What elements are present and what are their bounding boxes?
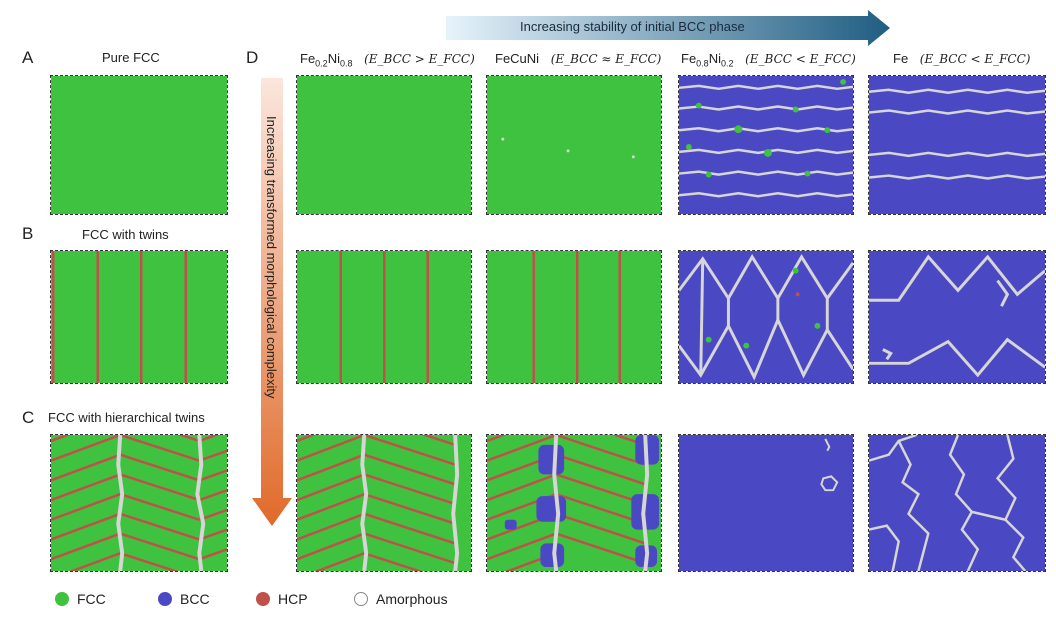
panel-a-label: Pure FCC (102, 50, 160, 65)
fcc-dot-icon (55, 592, 69, 606)
column-header-fe08ni02: Fe0.8Ni0.2 (E_BCC < E_FCC) (681, 51, 856, 69)
column-header-fecuni: FeCuNi (E_BCC ≈ E_FCC) (495, 51, 661, 66)
tile-d-row1-fe02ni08 (296, 75, 472, 215)
microstructure-image (51, 435, 227, 571)
column-header-fe02ni08: Fe0.2Ni0.8 (E_BCC > E_FCC) (300, 51, 475, 69)
tile-d-row1-fecuni (486, 75, 662, 215)
panel-c-label: FCC with hierarchical twins (48, 410, 205, 425)
bcc-dot-icon (158, 592, 172, 606)
column-inequality: (E_BCC < E_FCC) (919, 52, 1031, 66)
microstructure-image (51, 251, 227, 383)
microstructure-image (869, 76, 1045, 214)
tile-d-row2-fecuni (486, 250, 662, 384)
column-inequality: (E_BCC ≈ E_FCC) (550, 52, 662, 66)
column-header-fe: Fe (E_BCC < E_FCC) (893, 51, 1030, 66)
tile-d-row3-fe08ni02 (678, 434, 854, 572)
column-name-part: Ni (708, 51, 721, 66)
side-arrow: Increasing transformed morphological com… (252, 78, 292, 528)
microstructure-image (487, 76, 661, 214)
microstructure-image (679, 251, 853, 383)
panel-b-label: FCC with twins (82, 227, 169, 242)
column-name-part: Ni (327, 51, 340, 66)
column-inequality: (E_BCC > E_FCC) (364, 52, 475, 66)
legend-label: HCP (278, 591, 308, 607)
microstructure-image (297, 76, 471, 214)
legend-item-amorphous: Amorphous (354, 591, 448, 607)
microstructure-image (487, 251, 661, 383)
microstructure-image (297, 435, 471, 571)
column-name: Fe (893, 51, 909, 66)
panel-letter-a: A (22, 48, 34, 67)
tile-d-row1-fe08ni02 (678, 75, 854, 215)
column-name: FeCuNi (495, 51, 540, 66)
panel-letter-d: D (246, 48, 259, 67)
side-arrow-label: Increasing transformed morphological com… (264, 116, 279, 399)
microstructure-image (679, 76, 853, 214)
tile-d-row3-fe02ni08 (296, 434, 472, 572)
column-name: Fe (300, 51, 316, 66)
column-subscript: 0.2 (720, 58, 734, 69)
microstructure-image (869, 435, 1045, 571)
tile-d-row2-fe02ni08 (296, 250, 472, 384)
tile-c-fcc-hierarchical (50, 434, 228, 572)
legend-label: Amorphous (376, 591, 448, 607)
microstructure-image (679, 435, 853, 571)
column-name: Fe (681, 51, 697, 66)
panel-letter-b: B (22, 224, 34, 243)
top-arrow-graphic (446, 10, 890, 46)
column-subscript: 0.8 (696, 58, 709, 69)
tile-d-row3-fecuni (486, 434, 662, 572)
top-arrow: Increasing stability of initial BCC phas… (446, 10, 890, 46)
tile-d-row3-fe (868, 434, 1046, 572)
microstructure-image (869, 251, 1045, 383)
legend-label: FCC (77, 591, 106, 607)
column-subscript: 0.2 (315, 58, 328, 69)
microstructure-image (487, 435, 661, 571)
top-arrow-label: Increasing stability of initial BCC phas… (520, 19, 745, 34)
legend-item-hcp: HCP (256, 591, 308, 607)
amorphous-dot-icon (354, 592, 368, 606)
side-arrow-graphic (252, 78, 292, 526)
legend-item-bcc: BCC (158, 591, 210, 607)
panel-letter-c: C (22, 408, 35, 427)
column-subscript: 0.8 (339, 58, 353, 69)
microstructure-image (297, 251, 471, 383)
tile-d-row2-fe08ni02 (678, 250, 854, 384)
column-inequality: (E_BCC < E_FCC) (745, 52, 856, 66)
tile-d-row1-fe (868, 75, 1046, 215)
legend-label: BCC (180, 591, 210, 607)
microstructure-image (51, 76, 227, 214)
tile-a-pure-fcc (50, 75, 228, 215)
tile-b-fcc-twins (50, 250, 228, 384)
legend-item-fcc: FCC (55, 591, 106, 607)
hcp-dot-icon (256, 592, 270, 606)
tile-d-row2-fe (868, 250, 1046, 384)
